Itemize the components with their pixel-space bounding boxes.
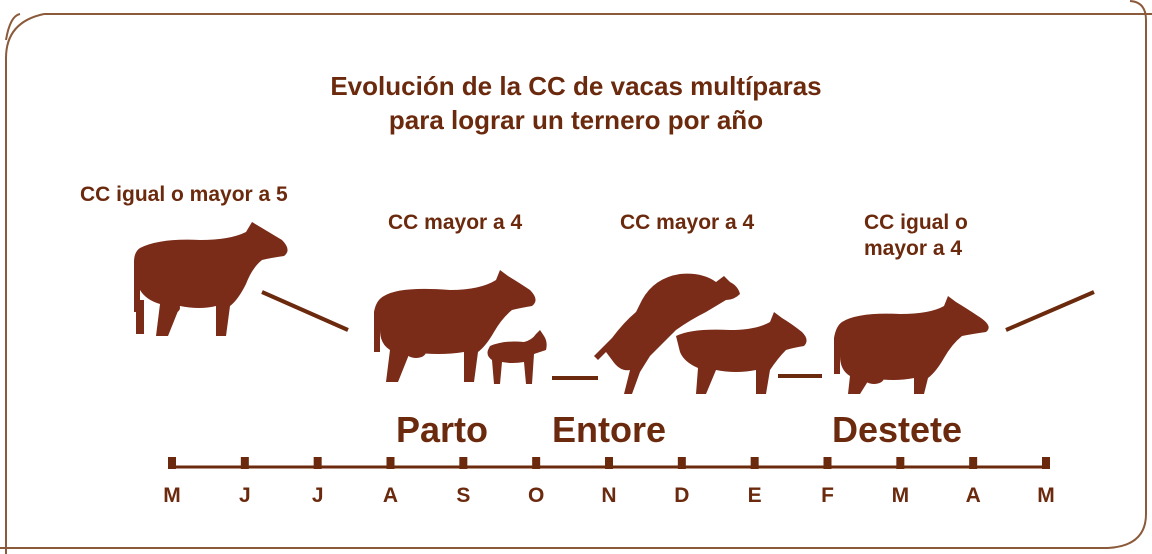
mating-cattle-icon — [594, 273, 807, 394]
timeline-tick — [605, 457, 613, 469]
month-label: S — [456, 484, 471, 507]
cc-label-2: CC mayor a 4 — [388, 211, 523, 234]
month-label: F — [821, 484, 834, 507]
connector-line-4 — [1005, 290, 1095, 332]
timeline-tick — [459, 457, 468, 469]
month-label: A — [382, 484, 399, 507]
timeline-tick — [896, 457, 905, 469]
month-label: N — [601, 484, 617, 507]
timeline-tick — [168, 457, 176, 469]
stage-parto: Parto — [396, 409, 489, 450]
timeline-tick — [823, 457, 832, 469]
timeline-tick — [677, 457, 686, 469]
timeline-tick — [240, 457, 249, 469]
timeline-tick — [313, 457, 322, 469]
month-label: J — [311, 484, 324, 507]
timeline-tick — [532, 457, 541, 469]
month-label: M — [891, 484, 910, 507]
month-label: D — [674, 484, 690, 507]
connector-line-1 — [261, 290, 349, 332]
cc-label-3: CC mayor a 4 — [620, 211, 755, 234]
month-label: E — [747, 484, 762, 507]
month-label: J — [238, 484, 251, 507]
cow-icon — [834, 296, 989, 394]
month-label: O — [527, 484, 545, 507]
month-label: M — [163, 484, 181, 507]
month-label: M — [1037, 484, 1055, 507]
cc-label-4-line-1: CC igual o — [864, 211, 968, 234]
stage-destete: Destete — [832, 409, 963, 450]
timeline-tick — [969, 457, 978, 469]
diagram-title-line-1: Evolución de la CC de vacas multíparas — [330, 71, 822, 101]
stage-entore: Entore — [552, 409, 667, 450]
month-label: A — [965, 484, 981, 507]
timeline-tick — [750, 457, 759, 469]
cow-with-calf-icon — [374, 270, 547, 384]
cc-label-4-line-2: mayor a 4 — [864, 237, 963, 260]
cow-icon — [134, 222, 288, 336]
timeline-tick — [386, 457, 395, 469]
timeline-tick — [1042, 457, 1050, 469]
diagram-title-line-2: para lograr un ternero por año — [388, 105, 764, 135]
cc-label-1: CC igual o mayor a 5 — [80, 183, 288, 206]
